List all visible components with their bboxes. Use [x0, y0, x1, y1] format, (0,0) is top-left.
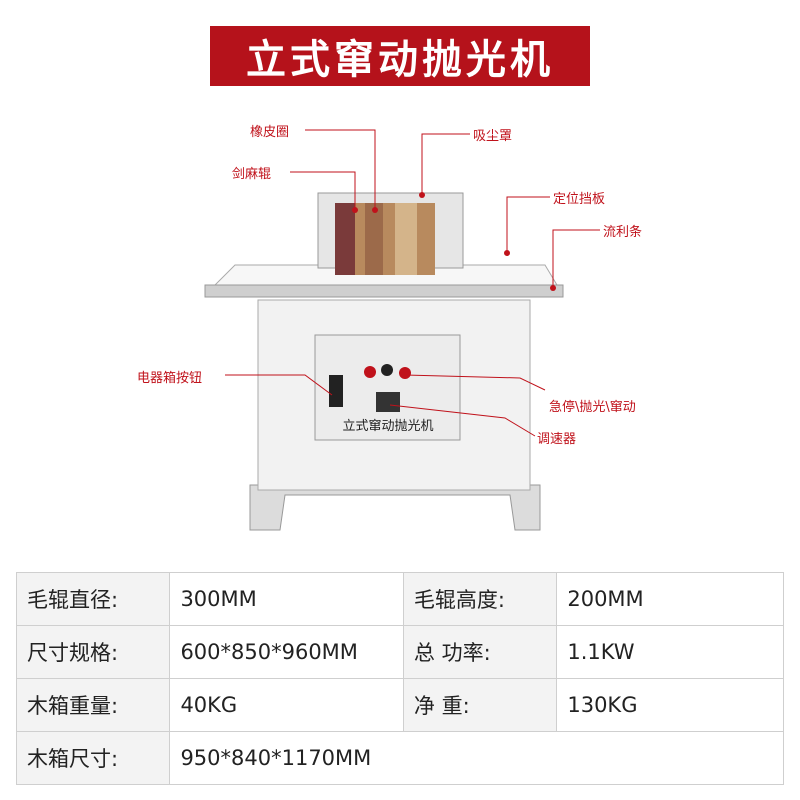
machine-illustration: 立式窜动抛光机	[204, 129, 600, 531]
table-row: 尺寸规格: 600*850*960MM 总 功率: 1.1KW	[15, 625, 784, 679]
roller-height-label: 毛辊高度:	[402, 572, 558, 626]
callout-flow-strip: 流利条	[603, 225, 643, 240]
machine-base	[249, 484, 541, 531]
roller-diameter-label: 毛辊直径:	[15, 572, 171, 626]
flow-strip	[204, 284, 564, 298]
roller-height-value: 200MM	[556, 572, 784, 626]
panel-label: 立式窜动抛光机	[342, 419, 433, 434]
callout-electric-buttons: 电器箱按钮	[137, 371, 203, 386]
black-knob	[381, 364, 393, 376]
power-label: 总 功率:	[402, 625, 558, 679]
brush-roller	[335, 203, 435, 275]
size-label: 尺寸规格:	[15, 625, 171, 679]
roller-diameter-value: 300MM	[169, 572, 404, 626]
power-switch	[329, 375, 343, 407]
net-weight-label: 净 重:	[402, 678, 558, 732]
callout-rubber-ring: 橡皮圈	[250, 125, 290, 140]
callout-speed: 调速器	[537, 432, 577, 447]
table-row: 毛辊直径: 300MM 毛辊高度: 200MM	[15, 572, 784, 626]
size-value: 600*850*960MM	[169, 625, 404, 679]
speed-controller	[376, 392, 400, 412]
page-title: 立式窜动抛光机	[210, 26, 590, 86]
net-weight-value: 130KG	[556, 678, 784, 732]
red-knob-2	[399, 367, 411, 379]
box-weight-label: 木箱重量:	[15, 678, 171, 732]
callout-lines	[225, 129, 600, 437]
callout-dots	[352, 192, 556, 291]
table-row: 木箱重量: 40KG 净 重: 130KG	[15, 678, 784, 732]
callout-fence: 定位挡板	[553, 192, 606, 207]
red-knob-1	[364, 366, 376, 378]
box-weight-value: 40KG	[169, 678, 404, 732]
callout-sword-roller: 剑麻辊	[232, 167, 272, 182]
box-size-value: 950*840*1170MM	[169, 731, 784, 785]
spec-table: 毛辊直径: 300MM 毛辊高度: 200MM 尺寸规格: 600*850*96…	[15, 572, 784, 785]
power-value: 1.1KW	[556, 625, 784, 679]
box-size-label: 木箱尺寸:	[15, 731, 171, 785]
table-row: 木箱尺寸: 950*840*1170MM	[15, 731, 784, 785]
callout-dust-hood: 吸尘罩	[473, 129, 513, 144]
callout-estop: 急停\抛光\窜动	[549, 400, 636, 415]
